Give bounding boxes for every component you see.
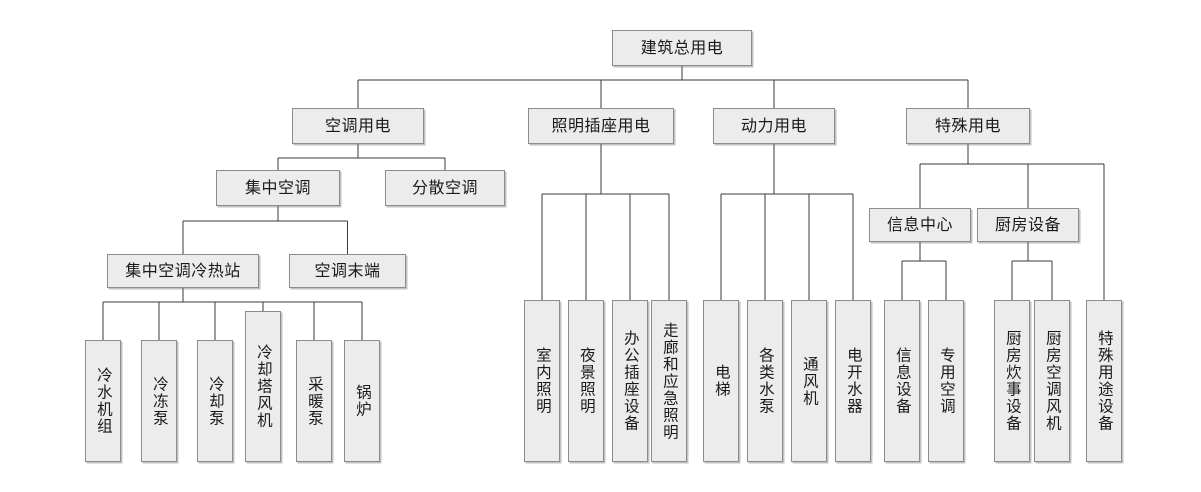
node-label-info-center: 信息中心 bbox=[886, 214, 953, 234]
node-chiller-plant[interactable]: 集中空调冷热站 bbox=[107, 254, 259, 288]
node-indoor-light[interactable]: 室内照明 bbox=[524, 300, 560, 462]
node-heating-pump[interactable]: 采暖泵 bbox=[296, 340, 332, 462]
node-label-water-boiler: 电开水器 bbox=[844, 347, 863, 415]
node-label-kitchen-cook: 厨房炊事设备 bbox=[1003, 330, 1022, 432]
node-special[interactable]: 特殊用电 bbox=[906, 108, 1030, 144]
node-root[interactable]: 建筑总用电 bbox=[612, 30, 752, 66]
node-special-purpose[interactable]: 特殊用途设备 bbox=[1086, 300, 1122, 462]
node-elevator[interactable]: 电梯 bbox=[703, 300, 739, 462]
node-dedicated-ac[interactable]: 专用空调 bbox=[928, 300, 964, 462]
node-chiller-unit[interactable]: 冷水机组 bbox=[85, 340, 121, 462]
node-label-info-equip: 信息设备 bbox=[893, 347, 912, 415]
node-label-fan: 通风机 bbox=[800, 355, 819, 407]
node-label-special: 特殊用电 bbox=[934, 115, 1001, 135]
node-label-office-socket: 办公插座设备 bbox=[621, 330, 640, 432]
node-label-heating-pump: 采暖泵 bbox=[305, 375, 324, 427]
node-ac-terminal[interactable]: 空调末端 bbox=[289, 254, 406, 288]
node-fan[interactable]: 通风机 bbox=[791, 300, 827, 462]
node-label-chiller-plant: 集中空调冷热站 bbox=[125, 260, 241, 280]
node-label-kitchen-ac-fan: 厨房空调风机 bbox=[1043, 330, 1062, 432]
node-label-night-light: 夜景照明 bbox=[577, 347, 596, 415]
node-label-central-ac: 集中空调 bbox=[244, 177, 311, 197]
node-corridor-light[interactable]: 走廊和应急照明 bbox=[651, 300, 687, 462]
node-label-boiler: 锅炉 bbox=[353, 384, 372, 418]
node-label-corridor-light: 走廊和应急照明 bbox=[660, 321, 679, 441]
node-label-indoor-light: 室内照明 bbox=[533, 347, 552, 415]
node-label-cooling-pump: 冷却泵 bbox=[206, 375, 225, 427]
node-split-ac[interactable]: 分散空调 bbox=[385, 170, 505, 206]
node-label-ac: 空调用电 bbox=[324, 115, 391, 135]
node-boiler[interactable]: 锅炉 bbox=[344, 340, 380, 462]
node-water-boiler[interactable]: 电开水器 bbox=[835, 300, 871, 462]
node-label-water-pumps: 各类水泵 bbox=[756, 347, 775, 415]
node-label-lighting: 照明插座用电 bbox=[551, 115, 651, 135]
node-office-socket[interactable]: 办公插座设备 bbox=[612, 300, 648, 462]
node-central-ac[interactable]: 集中空调 bbox=[216, 170, 340, 206]
node-label-kitchen-equip: 厨房设备 bbox=[994, 214, 1061, 234]
node-label-split-ac: 分散空调 bbox=[411, 177, 478, 197]
node-info-equip[interactable]: 信息设备 bbox=[884, 300, 920, 462]
node-water-pumps[interactable]: 各类水泵 bbox=[747, 300, 783, 462]
node-label-chilled-pump: 冷冻泵 bbox=[150, 375, 169, 427]
node-kitchen-ac-fan[interactable]: 厨房空调风机 bbox=[1034, 300, 1070, 462]
node-kitchen-equip[interactable]: 厨房设备 bbox=[977, 208, 1079, 242]
node-label-special-purpose: 特殊用途设备 bbox=[1095, 330, 1114, 432]
node-label-cooling-tower: 冷却塔风机 bbox=[254, 344, 273, 429]
node-cooling-tower[interactable]: 冷却塔风机 bbox=[245, 311, 281, 462]
node-label-power: 动力用电 bbox=[740, 115, 807, 135]
node-info-center[interactable]: 信息中心 bbox=[869, 208, 971, 242]
node-kitchen-cook[interactable]: 厨房炊事设备 bbox=[994, 300, 1030, 462]
node-chilled-pump[interactable]: 冷冻泵 bbox=[141, 340, 177, 462]
node-label-chiller-unit: 冷水机组 bbox=[94, 367, 113, 435]
node-night-light[interactable]: 夜景照明 bbox=[568, 300, 604, 462]
node-label-dedicated-ac: 专用空调 bbox=[937, 347, 956, 415]
node-label-root: 建筑总用电 bbox=[640, 37, 724, 57]
node-label-elevator: 电梯 bbox=[712, 364, 731, 398]
node-label-ac-terminal: 空调末端 bbox=[314, 260, 381, 280]
node-ac[interactable]: 空调用电 bbox=[292, 108, 424, 144]
node-cooling-pump[interactable]: 冷却泵 bbox=[197, 340, 233, 462]
node-lighting[interactable]: 照明插座用电 bbox=[528, 108, 674, 144]
node-power[interactable]: 动力用电 bbox=[713, 108, 835, 144]
